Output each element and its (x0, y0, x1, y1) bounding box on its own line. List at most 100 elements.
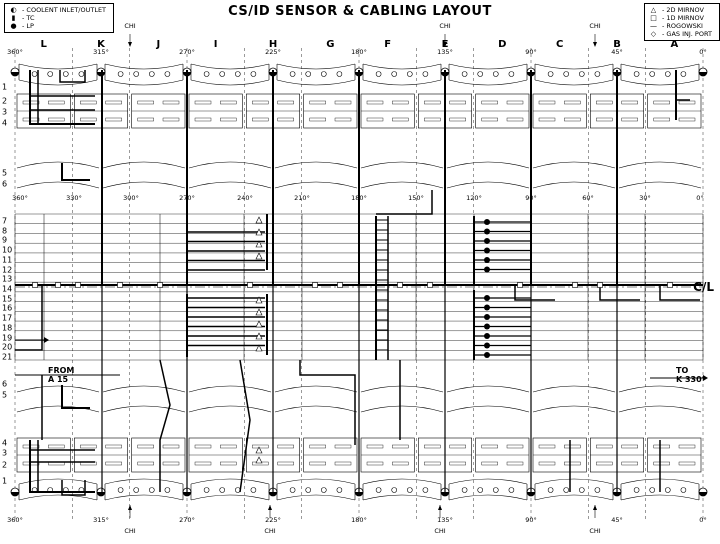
sensor-slot (506, 444, 524, 449)
chi-label: CHI (434, 527, 446, 535)
column-letter-K: K (97, 39, 105, 50)
sensor-slot (334, 461, 352, 466)
top-sensor-arc (18, 63, 98, 70)
row-number: 14 (2, 284, 13, 294)
mirnov-2d-icon (255, 296, 263, 304)
sensor-marker (320, 487, 327, 493)
sensor-slot (538, 444, 556, 449)
top-degree-label: 0° (699, 48, 707, 56)
mirnov-2d-icon (255, 320, 263, 328)
sensor-marker (508, 487, 515, 493)
bottom-sensor-arc (18, 494, 98, 501)
mid-degree-label: 210° (294, 194, 310, 202)
row-number: 18 (2, 323, 13, 333)
mirnov-1d-icon (337, 282, 343, 288)
sensor-marker (219, 71, 225, 77)
sensor-marker (492, 71, 499, 77)
row-number: 15 (2, 294, 13, 304)
note-to: TO K 330° (676, 366, 706, 384)
legend-label: - LP (22, 22, 34, 30)
column-letter-G: G (326, 39, 335, 50)
row-number: 16 (2, 303, 13, 313)
chi-arrow-head (593, 42, 597, 47)
mirnov-2d-icon (255, 216, 263, 224)
cable-run (376, 190, 433, 215)
sensor-slot (334, 100, 352, 105)
lp-probe-icon (484, 228, 490, 235)
sensor-marker (31, 71, 38, 77)
sensor-marker (235, 71, 241, 77)
sensor-marker (547, 71, 554, 77)
sensor-slot (48, 100, 65, 105)
sensor-slot (538, 117, 556, 122)
sensor-marker (422, 71, 429, 77)
mid-degree-label: 120° (466, 194, 482, 202)
row-number: 1 (2, 82, 8, 92)
sensor-marker (78, 71, 85, 77)
note-from-text: FROM A 15 (48, 366, 75, 384)
sensor-marker (375, 71, 382, 77)
sensor-marker (63, 71, 69, 77)
diamond-icon: ◇ (650, 30, 657, 38)
sensor-marker (633, 487, 640, 493)
mirnov-1d-icon (55, 282, 61, 288)
chi-arrow-head (443, 42, 447, 47)
chi-label: CHI (589, 527, 601, 535)
sensor-marker (289, 487, 296, 493)
top-sensor-arc (620, 79, 700, 86)
top-sensor-arc (190, 63, 270, 70)
column-letter-I: I (213, 39, 218, 50)
bottom-sensor-arc (276, 478, 356, 485)
cable-run (239, 359, 251, 493)
lower-curved-band (446, 405, 530, 413)
chi-label: CHI (439, 22, 451, 30)
note-arrow-head (703, 375, 708, 381)
sensor-marker (289, 71, 296, 77)
sensor-slot (309, 100, 326, 105)
sensor-marker (406, 487, 413, 493)
row-number: 2 (2, 460, 8, 470)
bottom-degree-label: 0° (699, 516, 707, 524)
lp-probe-icon (484, 295, 490, 301)
sensor-slot (105, 117, 122, 122)
sensor-marker (250, 487, 257, 493)
cable-run (514, 285, 555, 301)
cable-run (599, 285, 640, 301)
chi-arrow-head (438, 505, 442, 510)
sensor-slot (366, 100, 384, 105)
upper-curved-band (446, 161, 530, 169)
sensor-marker (203, 71, 210, 77)
chi-arrow-head (128, 42, 132, 47)
sensor-slot (366, 461, 384, 466)
sensor-marker (563, 71, 570, 77)
mirnov-2d-icon (255, 252, 263, 260)
sensor-slot (424, 461, 441, 466)
coolant-port-fill (699, 492, 707, 496)
row-number: 2 (2, 96, 8, 106)
sensor-slot (309, 461, 326, 466)
legend-row-gas-port: ◇ - GAS INJ. PORT (649, 30, 715, 38)
upper-curved-band (446, 181, 530, 189)
upper-curved-band (102, 181, 186, 189)
sensor-marker (664, 71, 671, 77)
top-sensor-arc (620, 63, 700, 70)
row-number: 4 (2, 438, 8, 448)
sensor-slot (309, 444, 326, 449)
chi-label: CHI (124, 527, 136, 535)
coolant-port-fill (11, 492, 19, 496)
sensor-slot (80, 444, 97, 449)
top-degree-label: 315° (93, 48, 109, 56)
sensor-slot (481, 117, 498, 122)
lower-curved-band (532, 405, 616, 413)
legend-row-1d-mirnov: □ - 1D MIRNOV (649, 14, 715, 22)
sensor-slot (424, 117, 441, 122)
mirnov-1d-icon (572, 282, 578, 288)
upper-curved-band (102, 161, 186, 169)
sensor-slot (252, 117, 269, 122)
top-sensor-arc (18, 79, 98, 86)
sensor-marker (391, 71, 398, 77)
lower-curved-band (102, 405, 186, 413)
chi-arrow-head (268, 505, 272, 510)
sensor-slot (621, 444, 638, 449)
